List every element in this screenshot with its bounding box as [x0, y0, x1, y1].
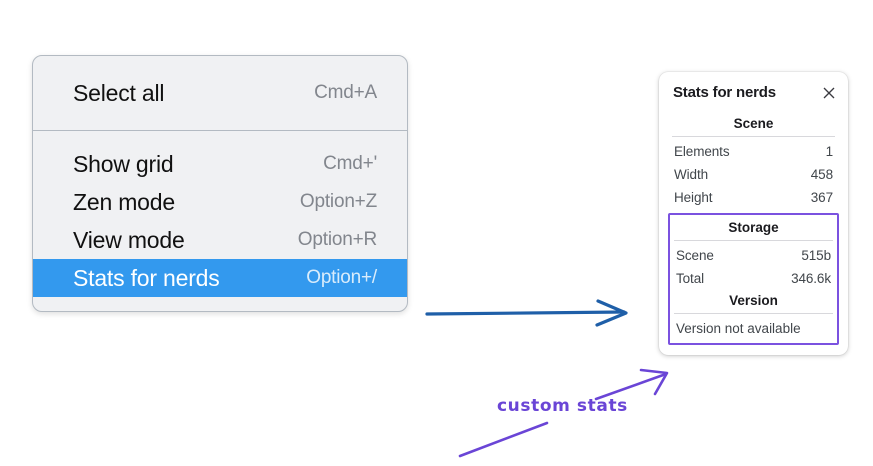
- stat-value: 458: [810, 167, 833, 182]
- stat-value: 367: [810, 190, 833, 205]
- context-menu[interactable]: Select all Cmd+A Show grid Cmd+' Zen mod…: [32, 55, 408, 312]
- close-icon[interactable]: [821, 85, 837, 101]
- stat-row-height: Height 367: [668, 186, 839, 209]
- stat-key: Elements: [674, 144, 730, 159]
- stat-value: 346.6k: [791, 271, 831, 286]
- menu-item-shortcut: Option+R: [297, 229, 377, 250]
- stat-row-storage-scene: Scene 515b: [670, 244, 837, 267]
- menu-item-show-grid[interactable]: Show grid Cmd+': [33, 145, 407, 183]
- section-rule: [674, 313, 833, 314]
- stat-value: 515b: [801, 248, 831, 263]
- panel-header: Stats for nerds: [668, 84, 839, 101]
- stat-row-version-text: Version not available: [676, 321, 801, 336]
- menu-section-bottom: Show grid Cmd+' Zen mode Option+Z View m…: [33, 131, 407, 311]
- menu-item-label: Show grid: [73, 150, 174, 177]
- menu-divider: [33, 130, 407, 131]
- menu-item-shortcut: Cmd+A: [314, 82, 377, 103]
- menu-item-label: Zen mode: [73, 188, 175, 215]
- callout-arrow-icon: [594, 368, 669, 401]
- section-rule: [674, 240, 833, 241]
- stat-key: Height: [674, 190, 713, 205]
- stat-row-storage-total: Total 346.6k: [670, 267, 837, 290]
- menu-item-label: Stats for nerds: [73, 264, 220, 291]
- menu-item-shortcut: Cmd+': [323, 153, 377, 174]
- stat-row-width: Width 458: [668, 163, 839, 186]
- menu-item-shortcut: Option+Z: [299, 191, 377, 212]
- section-heading-storage: Storage: [728, 220, 779, 235]
- menu-item-label: Select all: [73, 79, 165, 106]
- stat-key: Total: [676, 271, 705, 286]
- menu-section-top: Select all Cmd+A: [33, 56, 407, 130]
- menu-item-label: View mode: [73, 226, 185, 253]
- pointer-arrow-icon: [425, 299, 628, 327]
- stat-value: 1: [825, 144, 834, 159]
- stat-key: Width: [674, 167, 709, 182]
- section-rule: [672, 136, 835, 137]
- callout-tail-stroke: [458, 421, 549, 458]
- stats-for-nerds-panel: Stats for nerds Scene Elements 1 Width 4…: [659, 72, 848, 355]
- panel-title: Stats for nerds: [673, 84, 776, 101]
- callout-label: custom stats: [497, 396, 628, 416]
- menu-item-select-all[interactable]: Select all Cmd+A: [33, 74, 407, 112]
- section-heading-version: Version: [729, 293, 778, 308]
- stat-key: Scene: [676, 248, 714, 263]
- menu-item-zen-mode[interactable]: Zen mode Option+Z: [33, 183, 407, 221]
- menu-item-shortcut: Option+/: [306, 267, 377, 288]
- stat-row-elements: Elements 1: [668, 140, 839, 163]
- menu-item-view-mode[interactable]: View mode Option+R: [33, 221, 407, 259]
- section-heading-scene: Scene: [733, 116, 774, 131]
- custom-stats-highlight-box: Storage Scene 515b Total 346.6k Version …: [668, 213, 839, 345]
- menu-item-stats-for-nerds[interactable]: Stats for nerds Option+/: [33, 259, 407, 297]
